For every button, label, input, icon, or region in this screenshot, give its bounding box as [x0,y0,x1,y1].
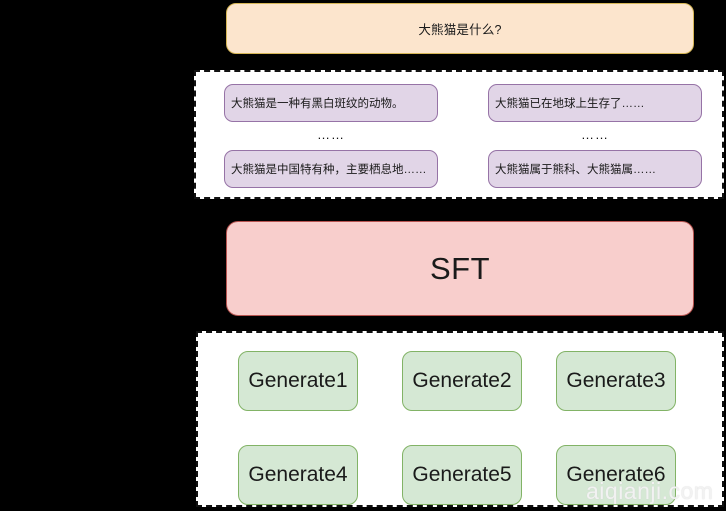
generate-box-3[interactable]: Generate3 [556,351,676,411]
generate-box-6[interactable]: Generate6 [556,445,676,505]
responses-column-left: 大熊猫是一种有黑白斑纹的动物。 …… 大熊猫是中国特有种，主要栖息地…… [224,72,440,197]
response-text: 大熊猫是中国特有种，主要栖息地…… [231,164,427,176]
responses-group: 大熊猫是一种有黑白斑纹的动物。 …… 大熊猫是中国特有种，主要栖息地…… 大熊猫… [194,70,724,199]
response-text: 大熊猫是一种有黑白斑纹的动物。 [231,98,404,110]
generations-group: Generate1 Generate2 Generate3 Generate4 … [196,331,724,507]
responses-ellipsis-right: …… [581,127,609,142]
generate-label: Generate3 [566,369,666,392]
generate-label: Generate4 [248,463,348,486]
responses-ellipsis-left: …… [317,127,345,142]
response-text: 大熊猫属于熊科、大熊猫属…… [495,164,656,176]
generate-label: Generate6 [566,463,666,486]
response-box[interactable]: 大熊猫是一种有黑白斑纹的动物。 [224,84,438,122]
generate-box-4[interactable]: Generate4 [238,445,358,505]
response-box[interactable]: 大熊猫属于熊科、大熊猫属…… [488,150,702,188]
prompt-box[interactable]: 大熊猫是什么? [226,3,694,54]
response-box[interactable]: 大熊猫是中国特有种，主要栖息地…… [224,150,438,188]
generate-box-1[interactable]: Generate1 [238,351,358,411]
sft-label: SFT [429,250,491,286]
responses-column-right: 大熊猫已在地球上生存了…… …… 大熊猫属于熊科、大熊猫属…… [488,72,704,197]
generate-box-2[interactable]: Generate2 [402,351,522,411]
sft-box[interactable]: SFT [226,221,694,316]
response-text: 大熊猫已在地球上生存了…… [495,98,645,110]
response-box[interactable]: 大熊猫已在地球上生存了…… [488,84,702,122]
generate-label: Generate2 [412,369,512,392]
prompt-text: 大熊猫是什么? [418,23,502,37]
generate-label: Generate5 [412,463,512,486]
generate-label: Generate1 [248,369,348,392]
generate-box-5[interactable]: Generate5 [402,445,522,505]
